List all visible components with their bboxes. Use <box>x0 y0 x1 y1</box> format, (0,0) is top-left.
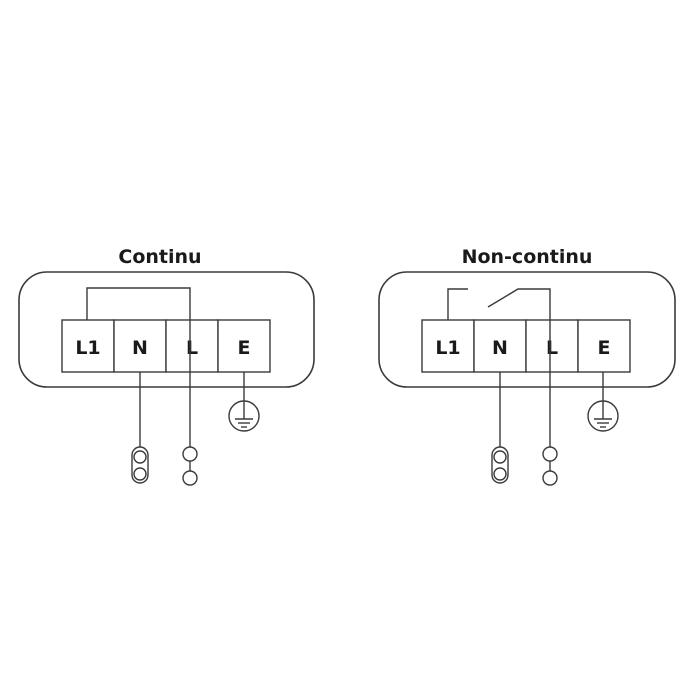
terminal-label: N <box>492 337 508 359</box>
terminal-block: L1 N L E <box>61 319 271 373</box>
terminal-label: L <box>546 337 558 359</box>
terminal-l1 <box>61 319 115 373</box>
terminal-label: L <box>186 337 198 359</box>
switch-contact-right <box>487 288 551 320</box>
terminal-e <box>577 319 631 373</box>
terminal-l <box>165 319 219 373</box>
diagram-title: Non-continu <box>462 246 593 268</box>
double-loop-connector-icon <box>131 446 149 484</box>
bridge-link <box>86 287 191 320</box>
terminal-l1 <box>421 319 475 373</box>
terminal-label: N <box>132 337 148 359</box>
terminal-label: E <box>598 337 611 359</box>
double-loop-connector-icon <box>491 446 509 484</box>
terminal-block: L1 N L E <box>421 319 631 373</box>
diagram-continu: Continu L1 N L E <box>18 246 315 486</box>
diagram-non-continu: Non-continu L1 N L E <box>378 246 676 486</box>
terminal-l <box>525 319 579 373</box>
two-ring-connector-icon <box>542 446 558 486</box>
diagram-title: Continu <box>118 246 201 268</box>
terminal-label: E <box>238 337 251 359</box>
switch-contact-left <box>447 288 468 320</box>
earth-ground-icon <box>228 400 260 432</box>
earth-ground-icon <box>587 400 619 432</box>
terminal-label: L1 <box>75 337 100 359</box>
two-ring-connector-icon <box>182 446 198 486</box>
terminal-label: L1 <box>435 337 460 359</box>
terminal-e <box>217 319 271 373</box>
